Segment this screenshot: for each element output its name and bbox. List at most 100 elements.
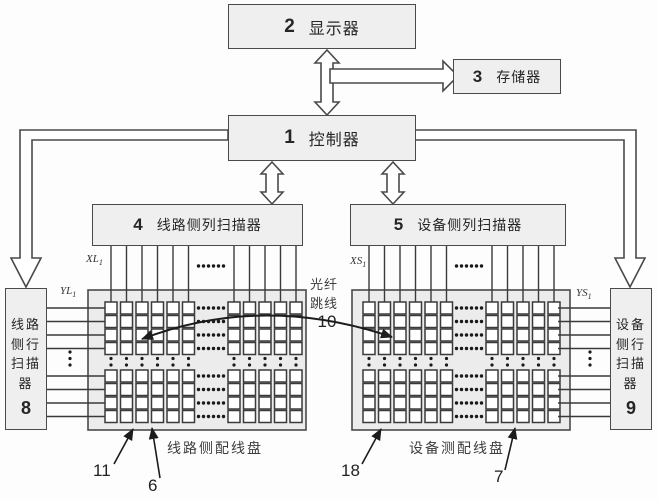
port-square bbox=[500, 328, 515, 342]
port-square bbox=[408, 314, 423, 329]
port-square bbox=[408, 341, 423, 356]
port-square bbox=[424, 382, 438, 397]
ellipsis-dot bbox=[459, 401, 464, 405]
port-square bbox=[150, 382, 165, 397]
port-square bbox=[485, 301, 499, 315]
storage-arrow bbox=[329, 59, 460, 93]
ellipsis-dot bbox=[196, 414, 201, 419]
ellipsis-dot bbox=[247, 363, 252, 367]
ellipsis-dot bbox=[474, 346, 479, 351]
port-square bbox=[166, 301, 180, 315]
port-square bbox=[500, 409, 515, 424]
port-square bbox=[258, 409, 272, 424]
port-square bbox=[393, 382, 407, 397]
port-square bbox=[500, 314, 515, 329]
ellipsis-dot bbox=[201, 414, 206, 419]
port-square bbox=[119, 314, 134, 329]
port-square bbox=[531, 341, 546, 356]
ellipsis-dot bbox=[479, 264, 484, 268]
ellipsis-dot bbox=[232, 356, 236, 361]
ellipsis-dot bbox=[505, 363, 510, 367]
ellipsis-dot bbox=[171, 363, 175, 367]
port-square bbox=[181, 409, 196, 424]
port-square bbox=[424, 301, 438, 315]
port-square bbox=[119, 369, 134, 383]
ellipsis-dot bbox=[479, 306, 484, 310]
port-square bbox=[289, 369, 303, 383]
ellipsis-dot bbox=[464, 374, 469, 378]
ellipsis-dot bbox=[459, 306, 464, 310]
port-square bbox=[150, 396, 165, 410]
ellipsis-dot bbox=[479, 414, 484, 419]
label-yl1: YL1 bbox=[60, 285, 77, 300]
port-square bbox=[516, 301, 530, 315]
ellipsis-dot bbox=[196, 387, 201, 392]
port-square bbox=[258, 301, 272, 315]
ellipsis-dot bbox=[216, 333, 221, 337]
ellipsis-dot bbox=[221, 319, 226, 324]
ellipsis-dot bbox=[216, 401, 221, 405]
ellipsis-dot bbox=[469, 264, 474, 268]
ellipsis-dot bbox=[474, 319, 479, 324]
port-square bbox=[485, 382, 499, 397]
port-square bbox=[424, 314, 438, 329]
ellipsis-dot bbox=[454, 414, 459, 419]
port-square bbox=[119, 328, 134, 342]
port-square bbox=[485, 396, 499, 410]
port-square bbox=[119, 409, 134, 424]
port-square bbox=[362, 341, 376, 356]
port-square bbox=[119, 396, 134, 410]
port-square bbox=[181, 369, 196, 383]
dev-row-scanner-box: 设备侧行扫描器 9 bbox=[610, 288, 652, 430]
line-row-scanner-label: 线路侧行扫描器 bbox=[11, 317, 42, 391]
storage-box: 3 存储器 bbox=[453, 59, 561, 94]
port-square bbox=[393, 396, 407, 410]
port-square bbox=[150, 341, 165, 356]
port-square bbox=[424, 328, 438, 342]
ellipsis-dot bbox=[469, 306, 474, 310]
port-square bbox=[393, 369, 407, 383]
port-square bbox=[531, 301, 546, 315]
ellipsis-dot bbox=[211, 401, 216, 405]
port-square bbox=[273, 409, 288, 424]
ellipsis-dot bbox=[367, 363, 371, 367]
ellipsis-dot bbox=[413, 363, 418, 367]
ellipsis-dot bbox=[206, 374, 211, 378]
ellipsis-dot bbox=[382, 363, 387, 367]
port-square bbox=[500, 396, 515, 410]
port-square bbox=[150, 301, 165, 315]
line-row-scanner-number: 8 bbox=[20, 398, 31, 418]
port-square bbox=[135, 369, 149, 383]
port-square bbox=[439, 328, 454, 342]
port-square bbox=[531, 314, 546, 329]
port-square bbox=[439, 341, 454, 356]
port-square bbox=[258, 341, 272, 356]
port-square bbox=[516, 382, 530, 397]
port-square bbox=[258, 314, 272, 329]
ellipsis-dot bbox=[444, 356, 449, 361]
port-square bbox=[424, 369, 438, 383]
ellipsis-dot bbox=[479, 346, 484, 351]
ellipsis-dot bbox=[216, 306, 221, 310]
port-square bbox=[516, 314, 530, 329]
ellipsis-dot bbox=[211, 414, 216, 419]
controller-box-number: 1 bbox=[284, 127, 295, 148]
port-square bbox=[485, 328, 499, 342]
port-square bbox=[289, 314, 303, 329]
ellipsis-dot bbox=[278, 356, 283, 361]
port-square bbox=[242, 369, 257, 383]
ellipsis-dot bbox=[464, 414, 469, 419]
left-panel-caption: 线路侧配线盘 bbox=[167, 440, 263, 456]
ellipsis-dot bbox=[459, 319, 464, 324]
ellipsis-dot bbox=[398, 356, 402, 361]
port-square bbox=[119, 301, 134, 315]
ellipsis-dot bbox=[490, 356, 494, 361]
port-square bbox=[227, 409, 241, 424]
port-square bbox=[150, 409, 165, 424]
port-square bbox=[104, 382, 118, 397]
port-square bbox=[424, 396, 438, 410]
port-square bbox=[516, 409, 530, 424]
port-square bbox=[485, 314, 499, 329]
port-square bbox=[531, 369, 546, 383]
